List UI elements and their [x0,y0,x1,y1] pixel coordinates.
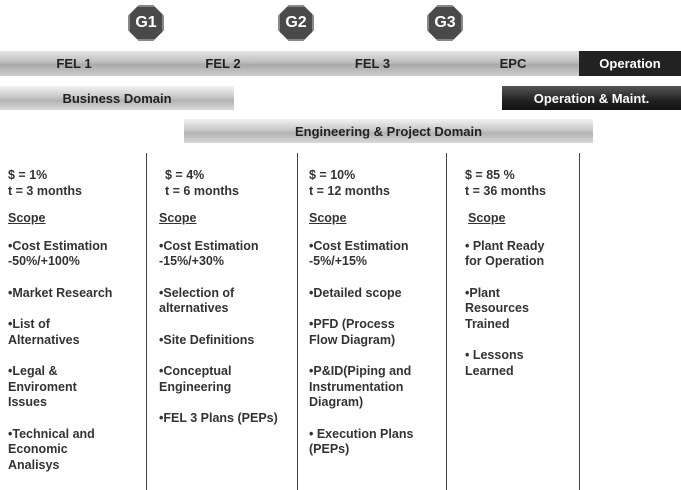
time-value: t = 3 months [8,183,82,198]
phase-fel3: FEL 3 [298,51,447,76]
scope-item: •PFD (Process Flow Diagram) [309,317,396,347]
time-value: t = 36 months [465,183,546,198]
gate-g1-label: G1 [135,14,157,31]
gate-g2-label: G2 [285,14,307,31]
column-divider [446,153,447,490]
phase-fel1-label: FEL 1 [56,56,92,71]
scope-item: •Legal & Enviroment Issues [8,364,77,409]
engineering-domain-label: Engineering & Project Domain [294,123,483,139]
scope-item: •P&ID(Piping and Instrumentation Diagram… [309,364,412,409]
gate-g3-label: G3 [434,14,456,31]
phase-fel1: FEL 1 [0,51,148,76]
cost-value: $ = 4% [165,168,205,182]
scope-item: •Site Definitions [159,332,255,347]
scope-item: •Technical and Economic Analisys [8,426,95,472]
gate-g3: G3 [427,5,463,41]
scope-item: •FEL 3 Plans (PEPs) [159,411,278,425]
column-fel2: $ = 4% t = 6 months Scope •Cost Estimati… [159,168,295,443]
phase-fel2-label: FEL 2 [205,56,241,71]
scope-item: •Cost Estimation -50%/+100% [8,238,108,269]
business-domain-bar: Business Domain [0,86,234,110]
column-divider [579,153,580,490]
scope-item: •List of Alternatives [8,317,80,347]
operation-domain-label: Operation & Maint. [533,90,650,106]
scope-item: •Cost Estimation -15%/+30% [159,238,259,269]
gate-g2: G2 [278,5,314,41]
column-fel1: $ = 1% t = 3 months Scope •Cost Estimati… [8,168,146,489]
cost-time: $ = 4% t = 6 months [159,168,295,199]
operation-domain-bar: Operation & Maint. [502,86,681,110]
phase-operation: Operation [579,51,681,76]
cost-time: $ = 85 % t = 36 months [465,168,577,199]
scope-item: • Plant Ready for Operation [465,238,545,269]
scope-item: •Conceptual Engineering [159,364,232,394]
scope-item: • Lessons Learned [465,348,524,378]
column-fel3: $ = 10% t = 12 months Scope •Cost Estima… [309,168,445,474]
scope-heading: Scope [8,211,46,225]
scope-item: •Selection of alternatives [159,285,235,316]
scope-item: •Cost Estimation -5%/+15% [309,238,409,269]
phase-epc-label: EPC [499,56,527,71]
column-divider [146,153,147,490]
phase-fel3-label: FEL 3 [354,56,391,71]
scope-item: •Detailed scope [309,285,402,300]
column-divider [297,153,298,490]
cost-value: $ = 10% [309,168,356,182]
gate-g1: G1 [128,5,164,41]
phase-operation-label: Operation [599,56,661,71]
cost-time: $ = 1% t = 3 months [8,168,146,199]
time-value: t = 6 months [165,183,239,198]
cost-time: $ = 10% t = 12 months [309,168,445,199]
time-value: t = 12 months [309,183,390,198]
engineering-domain-bar: Engineering & Project Domain [184,119,593,143]
cost-value: $ = 1% [8,168,48,182]
scope-heading: Scope [159,211,197,225]
scope-item: • Execution Plans (PEPs) [309,426,414,457]
scope-item: •Market Research [8,285,113,300]
cost-value: $ = 85 % [465,168,515,182]
phase-fel2: FEL 2 [148,51,298,76]
column-epc: $ = 85 % t = 36 months Scope • Plant Rea… [465,168,577,395]
scope-heading: Scope [309,211,347,225]
business-domain-label: Business Domain [62,90,172,106]
scope-item: •Plant Resources Trained [465,285,529,331]
phase-epc: EPC [447,51,579,76]
scope-heading: Scope [468,211,506,225]
